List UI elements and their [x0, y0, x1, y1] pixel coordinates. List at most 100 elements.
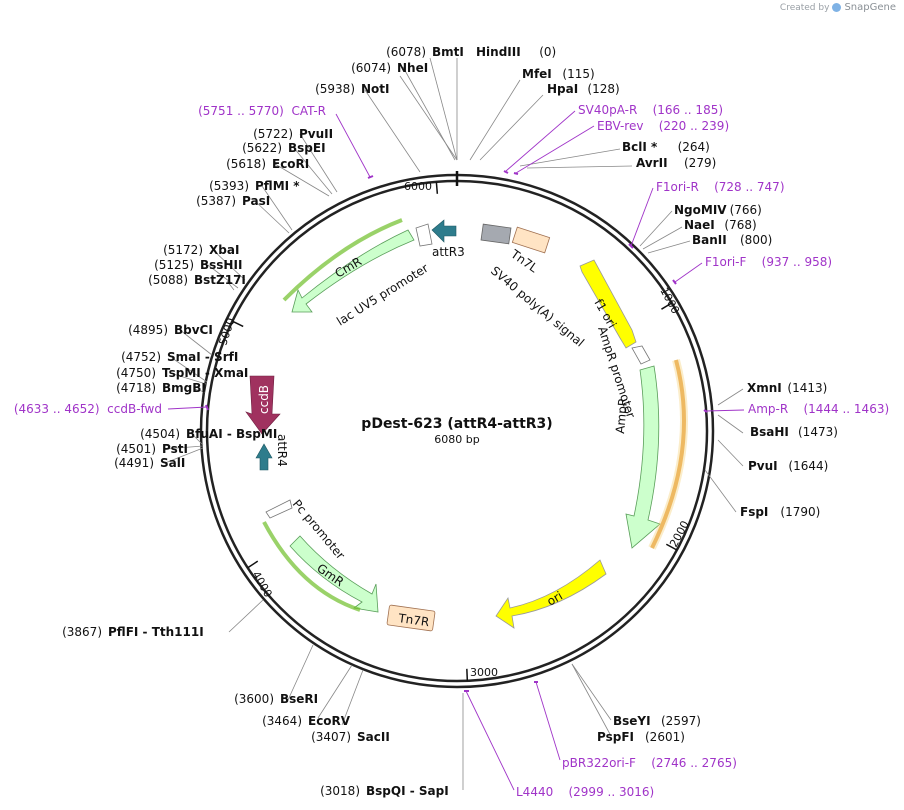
primer-label: L4440 (2999 .. 3016)	[516, 785, 654, 799]
enzyme-position: (2597)	[661, 714, 701, 728]
enzyme-site: (4752)SmaI - SrfI	[121, 350, 238, 364]
primer-label: SV40pA-R (166 .. 185)	[578, 103, 723, 117]
enzyme-name: SalI	[160, 456, 185, 470]
enzyme-position: (4750)	[116, 366, 156, 380]
enzyme-name: EcoRV	[308, 714, 351, 728]
feature-cmr	[291, 229, 415, 313]
enzyme-position: (4752)	[121, 350, 161, 364]
tick-label: 2000	[667, 519, 692, 550]
feature-lacuv5-promoter	[415, 223, 433, 247]
snapgene-logo-icon	[832, 3, 842, 12]
primer-site: F1ori-F (937 .. 958)	[705, 255, 832, 269]
enzyme-site: (5172)XbaI	[163, 243, 239, 257]
enzyme-site: (800) BanII	[692, 233, 772, 247]
enzyme-name: PvuI	[748, 459, 778, 473]
enzyme-site: (1473)BsaHI	[750, 425, 838, 439]
primer-label: (5751 .. 5770) CAT-R	[198, 104, 326, 118]
enzyme-site: (3407)SacII	[311, 730, 390, 744]
enzyme-site: (3018)BspQI - SapI	[320, 784, 449, 798]
primer-site: (4633 .. 4652) ccdB-fwd	[14, 402, 162, 416]
enzyme-site: (4504)BfuAI - BspMI	[140, 427, 277, 441]
enzyme-position: (279)	[684, 156, 716, 170]
primer-label: pBR322ori-F (2746 .. 2765)	[562, 756, 737, 770]
tick-mark	[247, 560, 259, 569]
enzyme-name: BmgBI	[162, 381, 206, 395]
enzyme-site: (3867)PflFI - Tth111I	[62, 625, 204, 639]
label-cmr: CmR	[333, 254, 365, 280]
enzyme-site: (2597)BseYI	[613, 714, 701, 728]
enzyme-position: (5125)	[154, 258, 194, 272]
enzyme-name: BfuAI - BspMI	[186, 427, 277, 441]
primer-labels: SV40pA-R (166 .. 185)EBV-rev (220 .. 239…	[14, 103, 889, 799]
tick-mark	[232, 320, 244, 328]
enzyme-position: (6074)	[351, 61, 391, 75]
enzyme-name: HpaI	[547, 82, 578, 96]
enzyme-name: BssHII	[200, 258, 242, 272]
label-attr3: attR3	[432, 245, 465, 259]
tick-label: 5000	[216, 316, 237, 347]
enzyme-site: (5938)NotI	[315, 82, 389, 96]
enzyme-site: (768)NaeI	[684, 218, 757, 232]
enzyme-name: XmnI	[747, 381, 782, 395]
label-attr4: attR4	[275, 434, 289, 467]
label-tn7l: Tn7L	[507, 246, 540, 275]
primer-site: pBR322ori-F (2746 .. 2765)	[562, 756, 737, 770]
enzyme-position: (3018)	[320, 784, 360, 798]
enzyme-position: (5938)	[315, 82, 355, 96]
enzyme-site: (5393) PflMI *	[209, 179, 300, 193]
enzyme-site: (4895)BbvCI	[128, 323, 213, 337]
enzyme-position: (115)	[562, 67, 594, 81]
enzyme-name: BseRI	[280, 692, 318, 706]
feature-ori	[495, 559, 607, 629]
feature-ccdb	[245, 375, 281, 435]
feature-gmr	[289, 535, 379, 613]
enzyme-position: (5387)	[196, 194, 236, 208]
enzyme-position: (4718)	[116, 381, 156, 395]
label-sv40-polya: SV40 poly(A) signal	[488, 264, 587, 350]
enzyme-position: (3600)	[234, 692, 274, 706]
enzyme-name: BmtI	[432, 45, 464, 59]
enzyme-name: AvrII	[636, 156, 668, 170]
label-ori: ori	[545, 589, 566, 609]
enzyme-name: PflMI *	[255, 179, 300, 193]
enzyme-name: NaeI	[684, 218, 715, 232]
enzyme-position: (264)	[678, 140, 710, 154]
enzyme-position: (5618)	[226, 157, 266, 171]
enzyme-site: (264)BclI *	[622, 140, 710, 154]
enzyme-name: TspMI - XmaI	[162, 366, 248, 380]
enzyme-name: BanII	[692, 233, 727, 247]
enzyme-position: (5393)	[209, 179, 249, 193]
enzyme-position: (4501)	[116, 442, 156, 456]
enzyme-name: NgoMIV	[674, 203, 727, 217]
enzyme-site: (279) AvrII	[636, 156, 716, 170]
enzyme-name: BstZ17I	[194, 273, 246, 287]
feature-pc-promoter	[265, 499, 293, 519]
enzyme-labels: (0)HindIII(115)MfeI(128)HpaI(264)BclI *(…	[62, 45, 838, 798]
tick-label: 3000	[470, 666, 498, 679]
enzyme-site: (4750) TspMI - XmaI	[116, 366, 248, 380]
enzyme-site: (5618) EcoRI	[226, 157, 309, 171]
enzyme-name: XbaI	[209, 243, 239, 257]
brand-name: SnapGene	[844, 2, 896, 13]
enzyme-position: (0)	[539, 45, 556, 59]
enzyme-position: (1473)	[798, 425, 838, 439]
enzyme-name: SacII	[357, 730, 390, 744]
enzyme-site: (4491)SalI	[114, 456, 185, 470]
enzyme-site: (3600) BseRI	[234, 692, 318, 706]
enzyme-site: (5125) BssHII	[154, 258, 242, 272]
primer-label: (4633 .. 4652) ccdB-fwd	[14, 402, 162, 416]
enzyme-position: (5722)	[253, 127, 293, 141]
plasmid-size: 6080 bp	[434, 433, 479, 446]
enzyme-position: (800)	[740, 233, 772, 247]
feature-orange-arc	[650, 359, 686, 549]
enzyme-site: (766)NgoMIV	[674, 203, 762, 217]
primer-label: F1ori-R (728 .. 747)	[656, 180, 785, 194]
feature-ampr	[625, 365, 661, 549]
feature-tn7l	[511, 226, 551, 254]
enzyme-name: PflFI - Tth111I	[108, 625, 204, 639]
enzyme-position: (128)	[587, 82, 619, 96]
primer-site: F1ori-R (728 .. 747)	[656, 180, 785, 194]
enzyme-site: (128) HpaI	[547, 82, 620, 96]
enzyme-name: EcoRI	[272, 157, 309, 171]
